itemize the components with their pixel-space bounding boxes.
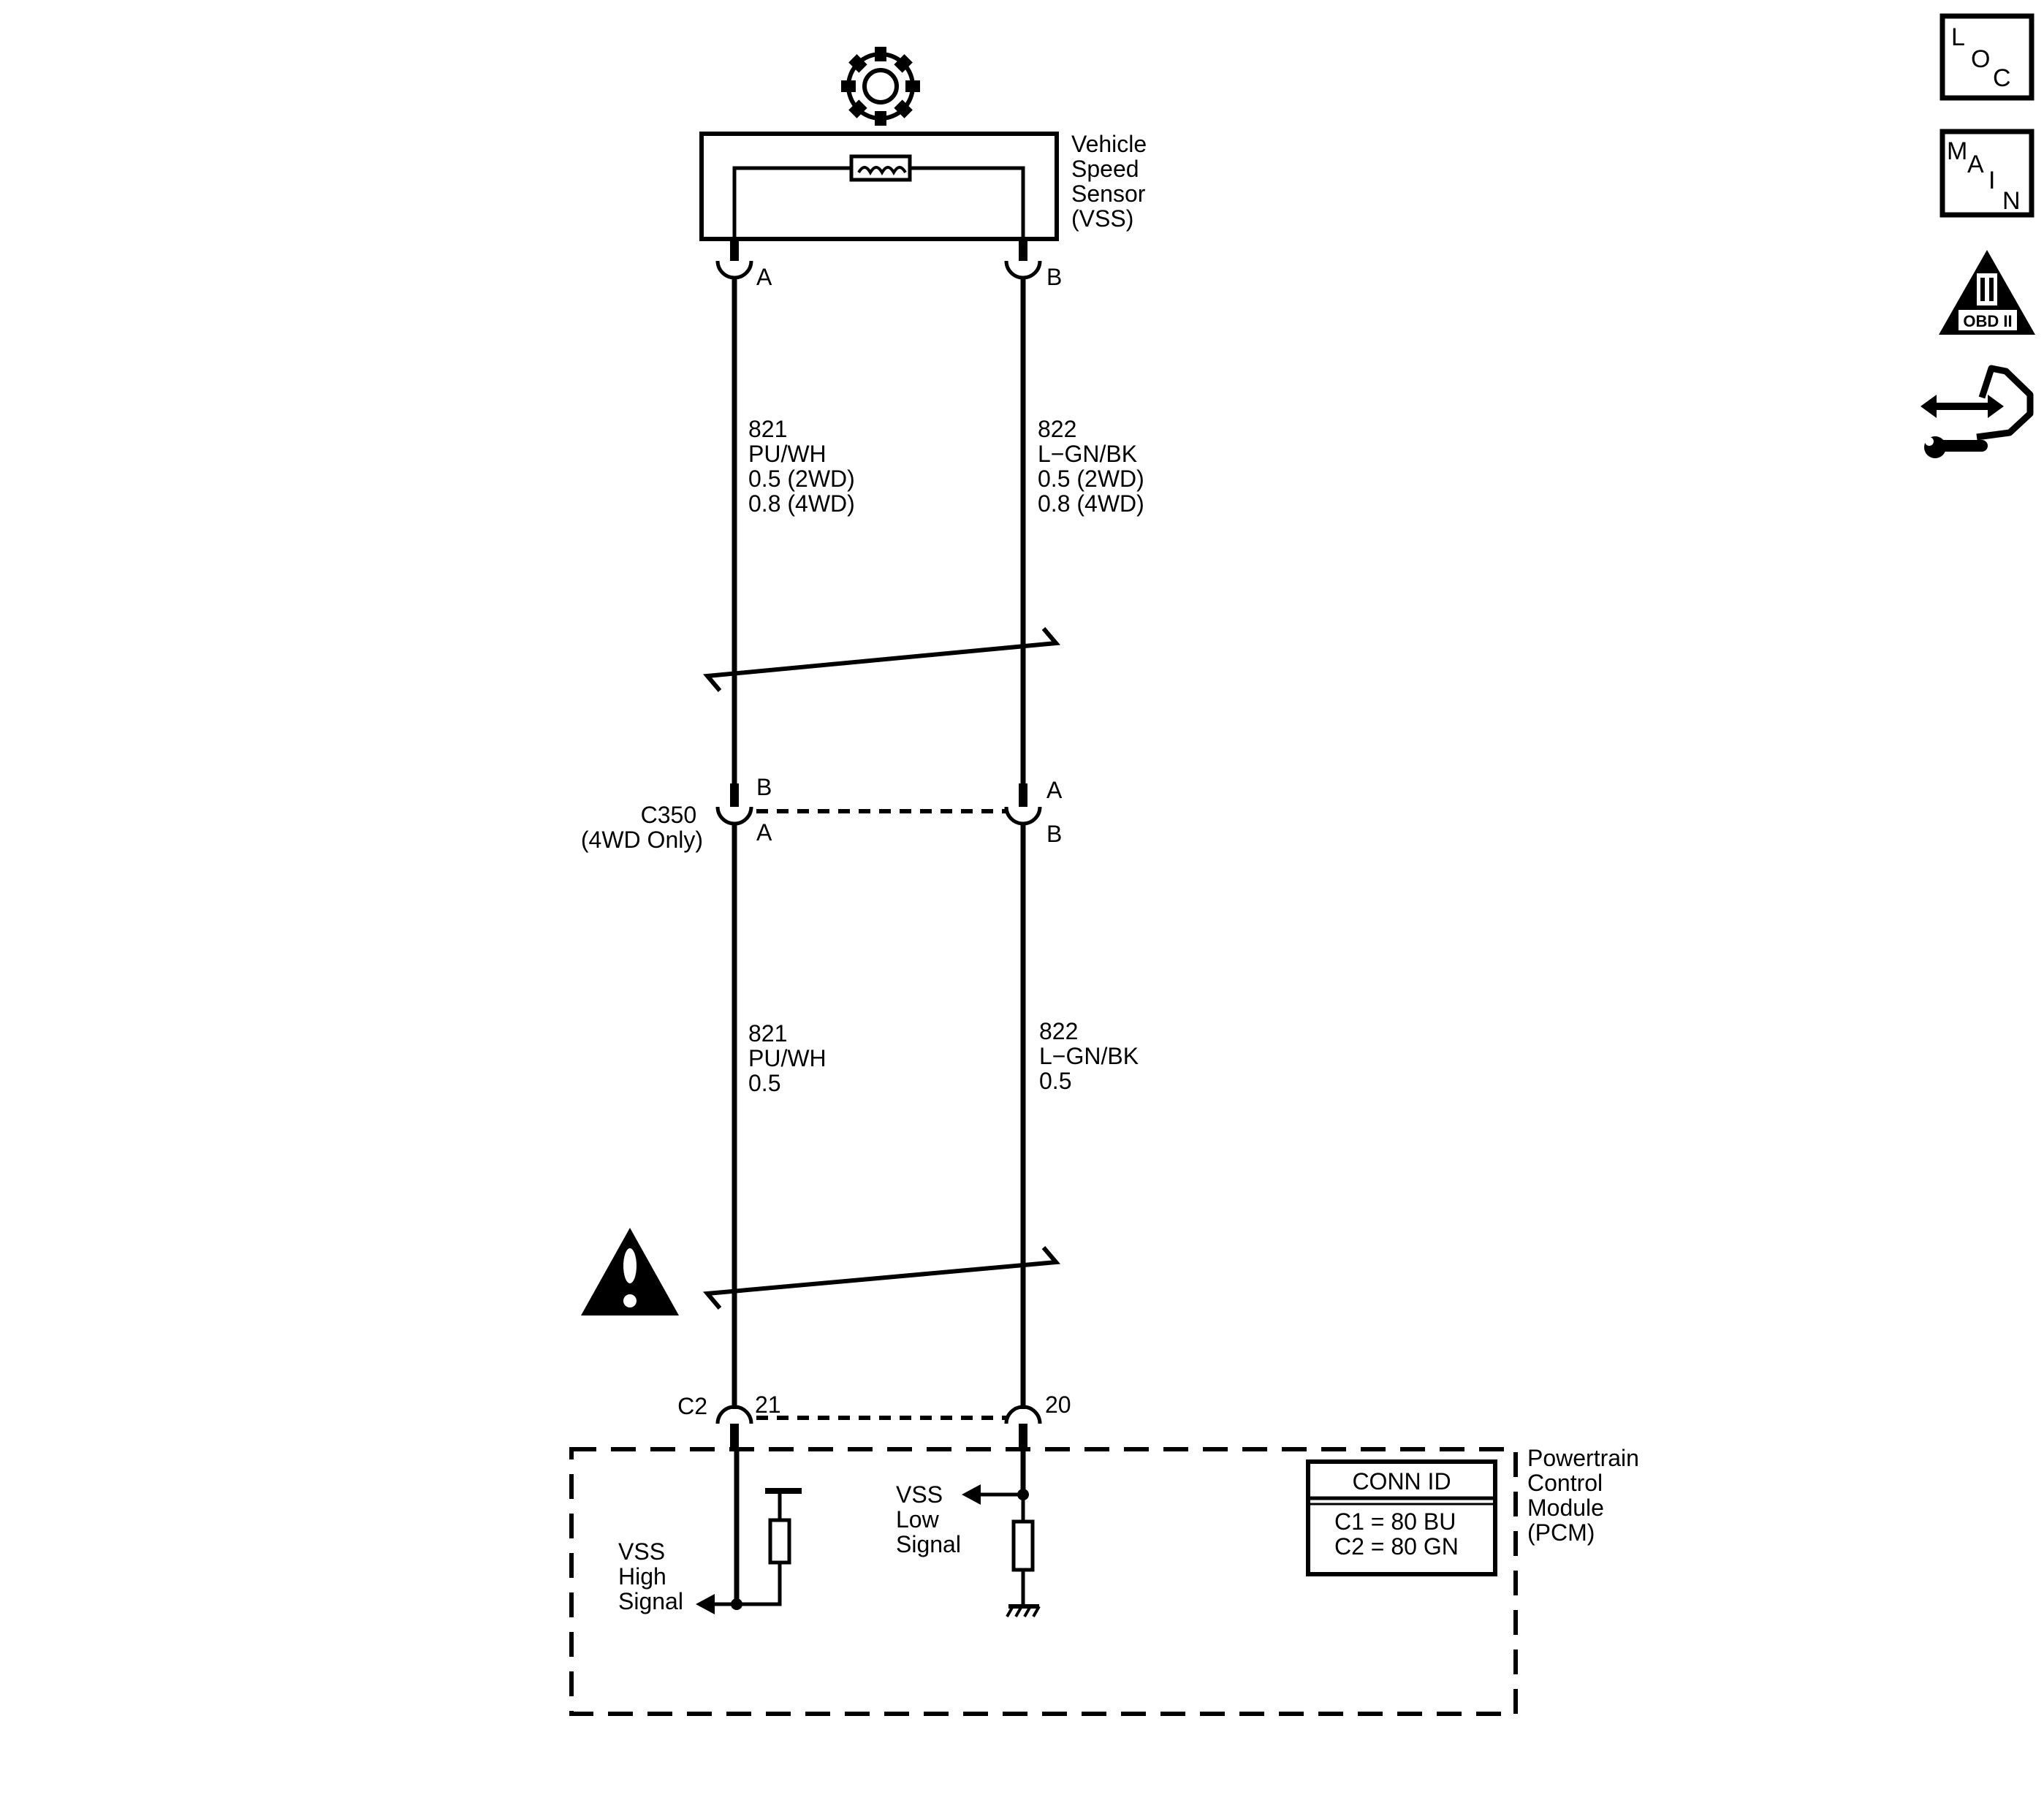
pcm-connector-pin-21 — [715, 1405, 753, 1450]
sensor-connector-pin-b — [1004, 239, 1042, 280]
c350-connector-left — [715, 783, 753, 826]
c350-right-bottom-pin: B — [1046, 821, 1062, 847]
pcm-pin-21-label: 21 — [755, 1392, 781, 1418]
wire-822-upper-label: 822 L−GN/BK 0.5 (2WD) 0.8 (4WD) — [1038, 416, 1151, 517]
pcm-low-signal-arrow — [962, 1484, 981, 1505]
c350-left-bottom-pin: A — [756, 819, 772, 846]
c350-left-top-pin: B — [756, 774, 772, 800]
wire-822-lower-label: 822 L−GN/BK 0.5 — [1039, 1018, 1145, 1094]
svg-text:L: L — [1951, 23, 1965, 51]
c350-right-top-pin: A — [1046, 777, 1063, 803]
conn-id-row-c2: C2 = 80 GN — [1334, 1533, 1459, 1560]
wire-break-marker-upper — [702, 627, 1061, 692]
conn-id-table — [1306, 1459, 1497, 1576]
sensor-connector-pin-a — [715, 239, 753, 280]
svg-text:I: I — [1988, 167, 1995, 194]
vss-high-signal-label: VSS High Signal — [618, 1538, 683, 1614]
sensor-pin-b-label: B — [1046, 264, 1062, 290]
pcm-high-signal-arrow — [696, 1594, 715, 1614]
c350-connector-right — [1004, 783, 1042, 826]
wire-break-marker-lower — [702, 1246, 1061, 1310]
svg-text:C: C — [1993, 64, 2011, 92]
sensor-body — [699, 132, 1059, 241]
component-views-icon[interactable] — [1920, 365, 2034, 458]
svg-text:M: M — [1947, 137, 1967, 165]
loc-icon[interactable]: L O C — [1939, 13, 2034, 101]
sensor-name: Vehicle Speed Sensor (VSS) — [1071, 131, 1153, 232]
pcm-high-pullup-resistor — [768, 1518, 791, 1565]
sensor-pin-a-label: A — [756, 264, 772, 290]
wire-821-upper-label: 821 PU/WH 0.5 (2WD) 0.8 (4WD) — [748, 416, 862, 517]
svg-text:OBD II: OBD II — [1963, 312, 2012, 330]
conn-id-header: CONN ID — [1352, 1468, 1451, 1495]
obd-ii-icon[interactable]: OBD II — [1939, 250, 2035, 335]
pcm-low-resistor — [1011, 1519, 1035, 1572]
pcm-connector-pin-20 — [1004, 1405, 1042, 1450]
pcm-connector-name: C2 — [677, 1393, 707, 1419]
pcm-high-pullup-path — [737, 1491, 782, 1606]
vss-low-signal-label: VSS Low Signal — [896, 1481, 961, 1557]
ground-icon — [1006, 1604, 1041, 1617]
sensor-coil-symbol — [849, 154, 912, 182]
sensor-coil-loop — [732, 166, 1025, 241]
c350-connector-name: C350 (4WD Only) — [581, 802, 703, 853]
main-icon[interactable]: M A I N — [1939, 129, 2034, 218]
conn-id-row-c1: C1 = 80 BU — [1334, 1508, 1456, 1535]
speed-sensor-gear-icon — [841, 47, 920, 126]
caution-warning-icon — [581, 1228, 679, 1315]
svg-text:O: O — [1971, 45, 1990, 73]
pcm-pin-20-label: 20 — [1045, 1392, 1071, 1418]
wire-821-lower-label: 821 PU/WH 0.5 — [748, 1020, 833, 1096]
pcm-module-name: Powertrain Control Module (PCM) — [1527, 1445, 1646, 1546]
svg-text:A: A — [1967, 151, 1984, 178]
pcm-module-boundary — [569, 1447, 1518, 1716]
svg-text:N: N — [2002, 187, 2021, 215]
